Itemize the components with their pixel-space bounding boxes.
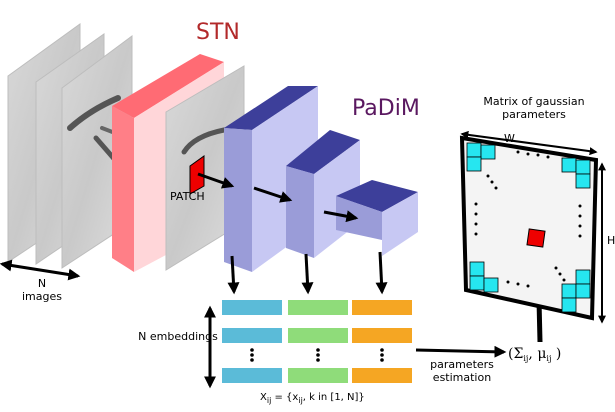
- block2-down-arrow: [301, 253, 314, 295]
- sigma-sub: ij: [523, 354, 529, 363]
- xij-sub2: ij: [298, 396, 303, 405]
- embedding-ellipsis-dot: [316, 348, 320, 352]
- embedding-cell-green: [288, 368, 348, 383]
- embedding-cell-blue: [222, 328, 282, 343]
- to-params-arrow: [415, 345, 507, 358]
- embedding-ellipsis-dot: [250, 353, 254, 357]
- block2-to-block3-arrow: [323, 210, 359, 223]
- xij-eq: = {x: [271, 392, 299, 403]
- embedding-ellipsis-dot: [316, 358, 320, 362]
- matrix-title: Matrix of gaussian parameters: [474, 95, 594, 121]
- close-paren: ): [551, 346, 562, 362]
- input-image-stack: [7, 23, 133, 269]
- embedding-cell-orange: [352, 300, 412, 315]
- sigma-text: (Σ: [508, 346, 524, 362]
- padim-block-3: [336, 180, 418, 256]
- gaussian-params-label: (Σij, μij ): [508, 346, 561, 363]
- parameters-estimation-label: parameters estimation: [424, 358, 500, 384]
- n-images-label: N images: [22, 277, 62, 303]
- block3-down-arrow: [375, 251, 388, 295]
- matrix-corner-cells: [466, 142, 591, 313]
- embedding-ellipsis-dot: [250, 348, 254, 352]
- xij-formula: Xij = {xij, k in [1, N]}: [260, 392, 365, 405]
- embedding-ellipsis-dot: [380, 353, 384, 357]
- parameters-estimation-text: parameters estimation: [430, 358, 494, 384]
- embedding-cell-green: [288, 300, 348, 315]
- embedding-cell-green: [288, 328, 348, 343]
- block1-to-block2-arrow: [253, 186, 293, 203]
- matrix-center-cell: [526, 228, 546, 248]
- n-embeddings-label: N embeddings: [138, 330, 218, 344]
- n-images-arrow: [0, 259, 81, 281]
- w-label: W: [504, 132, 515, 145]
- n-images-text: N images: [22, 277, 62, 303]
- w-arrow: [460, 130, 598, 156]
- patch-to-block1-arrow: [197, 172, 235, 189]
- matrix-title-text: Matrix of gaussian parameters: [483, 95, 585, 121]
- embedding-cell-orange: [352, 368, 412, 383]
- gaussian-matrix: [459, 135, 599, 321]
- embedding-ellipsis-dot: [250, 358, 254, 362]
- embedding-ellipsis-dot: [380, 358, 384, 362]
- mu-text: , μ: [528, 346, 547, 362]
- embedding-ellipsis-dot: [380, 348, 384, 352]
- embedding-cell-blue: [222, 300, 282, 315]
- mu-sub: ij: [546, 354, 552, 363]
- block1-down-arrow: [227, 255, 240, 295]
- patch-marker: [189, 155, 205, 195]
- embedding-ellipsis-dot: [316, 353, 320, 357]
- embedding-cell-orange: [352, 328, 412, 343]
- xij-prefix: X: [260, 392, 267, 403]
- h-label: H: [607, 234, 615, 247]
- padim-title: PaDiM: [352, 96, 420, 121]
- embedding-cell-blue: [222, 368, 282, 383]
- stn-title: STN: [196, 20, 240, 45]
- embedding-grid: [222, 300, 412, 383]
- patch-label: PATCH: [170, 190, 205, 203]
- n-embeddings-text: N embeddings: [138, 330, 218, 343]
- flow-arrows: [0, 130, 606, 389]
- xij-rest: , k in [1, N]}: [302, 392, 365, 403]
- xij-sub: ij: [266, 396, 272, 405]
- matrix-ellipsis-dots: [474, 150, 582, 288]
